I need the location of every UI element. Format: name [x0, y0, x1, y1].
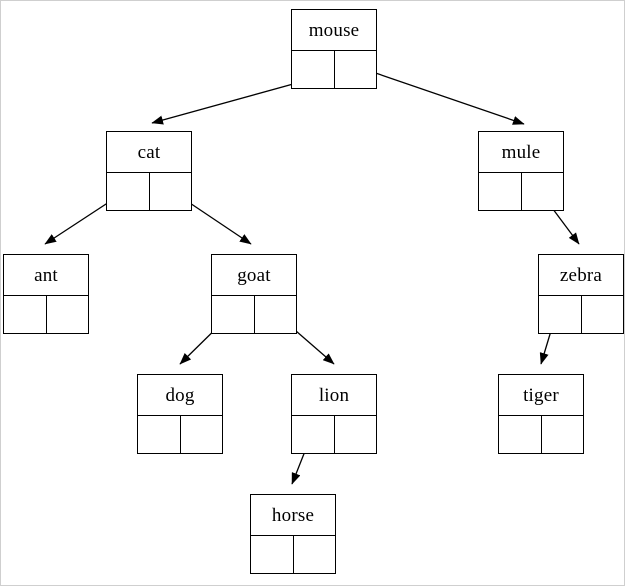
tree-node-zebra[interactable]: zebra	[538, 254, 624, 334]
node-pointers-tiger	[499, 415, 583, 453]
node-left-pointer-tiger[interactable]	[499, 416, 542, 453]
node-right-pointer-mouse[interactable]	[335, 51, 377, 88]
node-left-pointer-zebra[interactable]	[539, 296, 582, 333]
tree-node-lion[interactable]: lion	[291, 374, 377, 454]
tree-node-ant[interactable]: ant	[3, 254, 89, 334]
node-pointers-lion	[292, 415, 376, 453]
node-right-pointer-zebra[interactable]	[582, 296, 624, 333]
node-right-pointer-tiger[interactable]	[542, 416, 584, 453]
node-left-pointer-mule[interactable]	[479, 173, 522, 210]
node-label-mouse: mouse	[308, 19, 360, 41]
node-label-goat: goat	[237, 264, 271, 286]
node-label-cat: cat	[137, 141, 161, 163]
node-right-pointer-cat[interactable]	[150, 173, 192, 210]
node-right-pointer-lion[interactable]	[335, 416, 377, 453]
node-left-pointer-dog[interactable]	[138, 416, 181, 453]
node-right-pointer-goat[interactable]	[255, 296, 297, 333]
node-label-horse: horse	[271, 504, 315, 526]
node-left-pointer-ant[interactable]	[4, 296, 47, 333]
node-left-pointer-goat[interactable]	[212, 296, 255, 333]
tree-node-mouse[interactable]: mouse	[291, 9, 377, 89]
node-left-pointer-lion[interactable]	[292, 416, 335, 453]
node-right-pointer-mule[interactable]	[522, 173, 564, 210]
tree-node-dog[interactable]: dog	[137, 374, 223, 454]
node-pointers-mule	[479, 172, 563, 210]
tree-node-tiger[interactable]: tiger	[498, 374, 584, 454]
node-right-pointer-dog[interactable]	[181, 416, 223, 453]
node-pointers-zebra	[539, 295, 623, 333]
node-pointers-ant	[4, 295, 88, 333]
node-left-pointer-mouse[interactable]	[292, 51, 335, 88]
node-label-zebra: zebra	[559, 264, 603, 286]
tree-node-cat[interactable]: cat	[106, 131, 192, 211]
tree-node-horse[interactable]: horse	[250, 494, 336, 574]
node-label-tiger: tiger	[523, 384, 559, 406]
node-label-mule: mule	[501, 141, 541, 163]
node-label-ant: ant	[34, 264, 58, 286]
node-right-pointer-ant[interactable]	[47, 296, 89, 333]
tree-node-goat[interactable]: goat	[211, 254, 297, 334]
node-pointers-cat	[107, 172, 191, 210]
node-pointers-mouse	[292, 50, 376, 88]
node-right-pointer-horse[interactable]	[294, 536, 336, 573]
edge-mouse-to-mule	[357, 66, 525, 125]
tree-node-mule[interactable]: mule	[478, 131, 564, 211]
node-label-dog: dog	[165, 384, 195, 406]
node-pointers-dog	[138, 415, 222, 453]
node-label-lion: lion	[318, 384, 350, 406]
node-pointers-horse	[251, 535, 335, 573]
node-left-pointer-cat[interactable]	[107, 173, 150, 210]
node-left-pointer-horse[interactable]	[251, 536, 294, 573]
node-pointers-goat	[212, 295, 296, 333]
